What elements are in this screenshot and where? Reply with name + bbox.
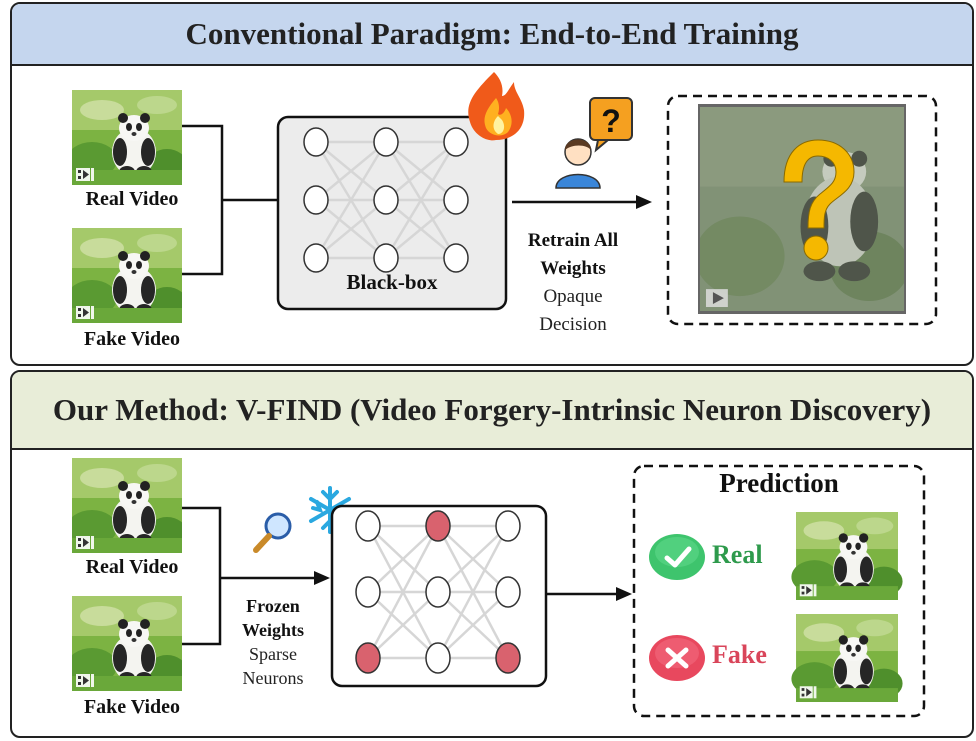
- prediction-title: Prediction: [719, 468, 839, 498]
- cross-icon: [649, 635, 705, 681]
- vfind-diagram: [72, 458, 926, 718]
- sparse-label-line1: Sparse: [249, 644, 297, 664]
- vfind-title: Our Method: V-FIND (Video Forgery-Intrin…: [12, 372, 972, 450]
- fake-video-thumbnail-top: [72, 228, 182, 323]
- magnifier-icon: [253, 512, 292, 553]
- black-box-network: [276, 115, 508, 311]
- opaque-label-line2: Decision: [539, 314, 607, 335]
- frozen-label-line1: Frozen: [246, 596, 300, 616]
- prediction-real-thumbnail: [791, 512, 903, 600]
- fake-video-label-bottom: Fake Video: [83, 696, 181, 718]
- real-video-label-top: Real Video: [85, 188, 179, 210]
- svg-text:?: ?: [601, 103, 621, 139]
- input-arrow-bottom: [314, 571, 330, 585]
- retrain-label-line1: Retrain All: [527, 230, 619, 251]
- sparse-label-line2: Neurons: [242, 668, 304, 688]
- real-video-thumbnail-bottom: [72, 458, 182, 553]
- blurred-video-thumbnail: [698, 104, 906, 314]
- input-connector-bottom: [182, 506, 317, 646]
- fake-video-label-top: Fake Video: [83, 328, 181, 350]
- output-arrow-bottom: [546, 587, 632, 601]
- output-arrow-top: [512, 195, 652, 209]
- conventional-diagram: ?: [72, 72, 938, 326]
- conventional-title: Conventional Paradigm: End-to-End Traini…: [12, 4, 972, 66]
- confused-person-icon: ?: [555, 97, 633, 189]
- prediction-box: [632, 464, 926, 718]
- vfind-panel: Our Method: V-FIND (Video Forgery-Intrin…: [10, 370, 974, 738]
- frozen-label-line2: Weights: [241, 620, 304, 640]
- opaque-label-line1: Opaque: [543, 286, 603, 307]
- prediction-real-label: Real: [712, 540, 763, 569]
- frozen-network: [330, 504, 548, 688]
- opaque-output-box: [666, 94, 938, 326]
- fake-video-thumbnail-bottom: [72, 596, 182, 691]
- prediction-fake-thumbnail: [791, 614, 903, 702]
- prediction-fake-label: Fake: [712, 640, 767, 669]
- black-box-label: Black-box: [346, 270, 438, 294]
- real-video-thumbnail-top: [72, 90, 182, 185]
- real-video-label-bottom: Real Video: [85, 556, 179, 578]
- fire-icon: [468, 72, 525, 141]
- conventional-panel: Conventional Paradigm: End-to-End Traini…: [10, 2, 974, 366]
- input-connector-top: [182, 124, 277, 276]
- question-mark-icon: [783, 139, 855, 261]
- retrain-label-line2: Weights: [540, 258, 606, 279]
- check-icon: [649, 534, 705, 580]
